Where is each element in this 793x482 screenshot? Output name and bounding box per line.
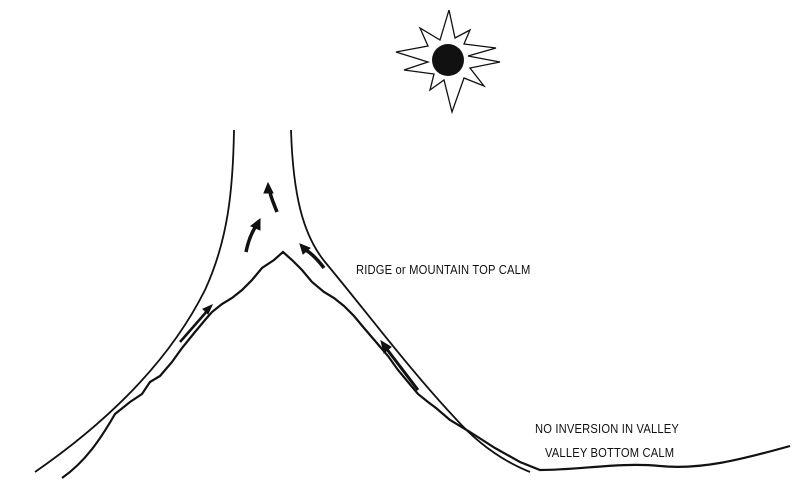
right-airflow-line [291,130,530,472]
valley-bottom-label: VALLEY BOTTOM CALM [545,445,674,460]
sun-disc [432,44,464,76]
left-airflow-line [35,130,234,472]
no-inversion-label: NO INVERSION IN VALLEY [535,421,679,436]
mountain-ground [62,252,790,478]
upslope-wind-arrows [180,183,418,390]
updraft-arrowhead-left [251,219,260,230]
updraft-arrow-center [270,192,277,212]
updraft-arrow-left [246,226,256,252]
ridge-calm-label: RIDGE or MOUNTAIN TOP CALM [356,262,530,277]
updraft-arrow-right [306,250,324,268]
sun-icon [396,10,500,112]
updraft-arrowhead-center [264,183,273,193]
